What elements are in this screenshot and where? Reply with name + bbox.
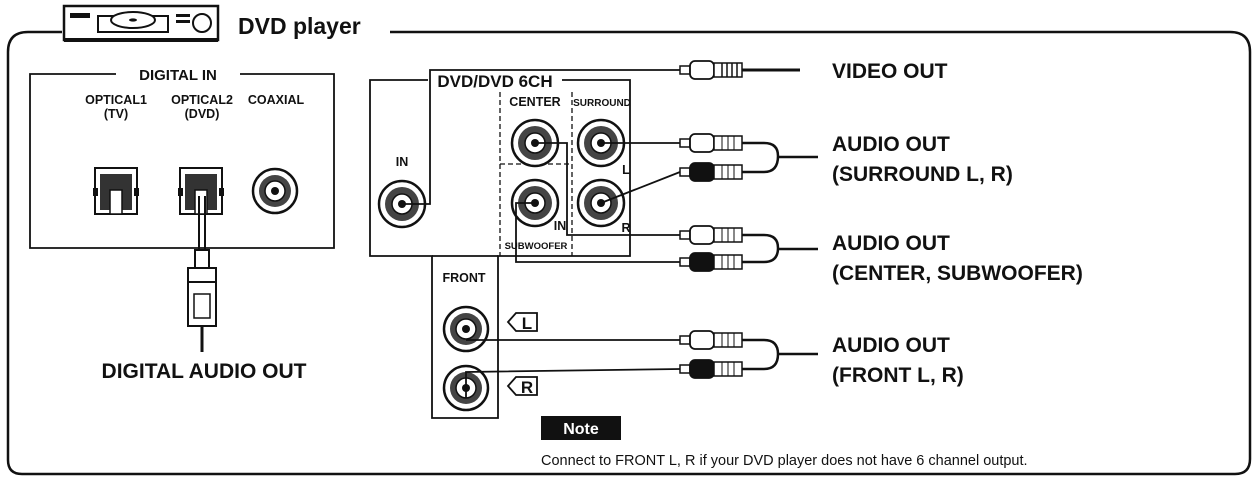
- surround-l-label: L: [622, 163, 630, 177]
- audio-front-label-2: (FRONT L, R): [832, 364, 964, 387]
- optical2-jack: [178, 167, 224, 215]
- front-cable: [742, 338, 818, 371]
- video-plug: [679, 60, 800, 80]
- dvd-in-label: IN: [396, 155, 409, 169]
- front-l-jack: [442, 305, 490, 353]
- surround-plug-l: [679, 133, 743, 153]
- front-plug-r: [679, 359, 743, 379]
- dvd-in-jack: [377, 179, 427, 229]
- video-out-label: VIDEO OUT: [832, 60, 948, 83]
- dvd6ch-header: DVD/DVD 6CH: [437, 72, 552, 91]
- subwoofer-in-label: IN: [554, 219, 567, 233]
- audio-center-label-2: (CENTER, SUBWOOFER): [832, 262, 1083, 285]
- note-badge: [541, 416, 621, 440]
- front-r-tag: [506, 376, 538, 396]
- note-label: Note: [563, 421, 599, 438]
- device-title: DVD player: [238, 13, 361, 39]
- front-r-tag-label: R: [521, 378, 533, 397]
- front-label: FRONT: [442, 271, 485, 285]
- digital-in-header: DIGITAL IN: [139, 67, 217, 84]
- front-plug-l: [679, 330, 743, 350]
- wiring-lines: [402, 69, 681, 398]
- subwoofer-label: SUBWOOFER: [505, 241, 568, 252]
- coaxial-label: COAXIAL: [248, 93, 305, 107]
- coaxial-jack: [251, 167, 299, 215]
- audio-center-label-1: AUDIO OUT: [832, 232, 950, 255]
- optical1-label: OPTICAL1: [85, 93, 147, 107]
- surround-label: SURROUND: [573, 98, 631, 109]
- audio-surround-label-2: (SURROUND L, R): [832, 163, 1013, 186]
- dvd-player-icon: [62, 4, 220, 42]
- center-label: CENTER: [509, 95, 560, 109]
- note-text: Connect to FRONT L, R if your DVD player…: [541, 453, 1028, 469]
- optical2-label: OPTICAL2: [171, 93, 233, 107]
- audio-surround-label-1: AUDIO OUT: [832, 133, 950, 156]
- surround-r-label: R: [621, 221, 630, 235]
- surround-plug-r: [679, 162, 743, 182]
- surround-cable: [742, 141, 818, 174]
- subwoofer-plug: [679, 252, 743, 272]
- optical1-sublabel: (TV): [104, 107, 128, 121]
- front-l-tag: [506, 312, 538, 332]
- digital-in-panel: [29, 73, 335, 249]
- optical-cable: [187, 196, 217, 352]
- outer-frame: [6, 30, 1252, 476]
- center-sub-cable: [742, 233, 818, 264]
- front-l-tag-label: L: [522, 314, 532, 333]
- audio-front-label-1: AUDIO OUT: [832, 334, 950, 357]
- digital-audio-out-label: DIGITAL AUDIO OUT: [102, 360, 307, 383]
- optical2-sublabel: (DVD): [185, 107, 220, 121]
- optical1-jack: [93, 167, 139, 215]
- center-plug: [679, 225, 743, 245]
